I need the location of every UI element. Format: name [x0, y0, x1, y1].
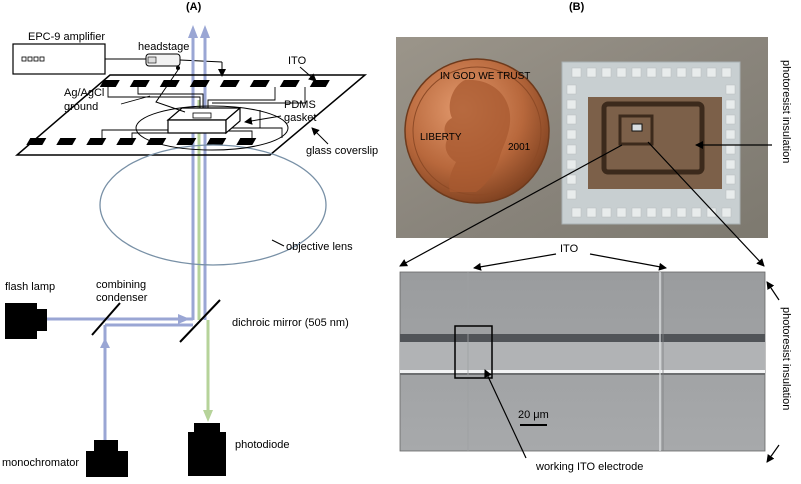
dichroic-label: dichroic mirror (505 nm) [232, 317, 349, 329]
ito-photo-label: ITO [560, 243, 579, 255]
lens-top-ellipse [135, 105, 289, 151]
headstage-label: headstage [138, 41, 189, 53]
coin-liberty: LIBERTY [420, 132, 462, 143]
amplifier-box [12, 43, 106, 75]
scale-bar-label: 20 μm [518, 409, 549, 421]
ito-leads [101, 87, 306, 138]
photodiode-device [188, 423, 226, 476]
pdms-gasket [166, 106, 242, 135]
pdms-label-line1: PDMS [284, 99, 316, 111]
microscope-image [399, 271, 766, 452]
ito-pads-bottom [26, 138, 257, 145]
pdms-label-line2: gasket [284, 112, 316, 124]
amplifier-label: EPC-9 amplifier [28, 31, 105, 43]
coin-motto: IN GOD WE TRUST [440, 71, 530, 82]
objective-lens [99, 144, 327, 266]
ito-label: ITO [288, 55, 307, 67]
ground-label-line2: ground [64, 101, 98, 113]
monochromator-device [86, 440, 128, 477]
monochromator-label: monochromator [2, 457, 79, 469]
flash-lamp-label: flash lamp [5, 281, 55, 293]
coverslip-outline [14, 74, 368, 156]
panel-a-label: (A) [186, 1, 202, 13]
photoresist-top-label: photoresist insulation [780, 60, 792, 163]
condenser-label-line2: condenser [96, 292, 148, 304]
ground-label-line1: Ag/AgCl [64, 87, 104, 99]
photodiode-label: photodiode [235, 439, 289, 451]
dichroic-mirror [179, 299, 221, 343]
panel-b-label: (B) [569, 1, 585, 13]
flash-lamp-device [5, 303, 47, 339]
objective-label: objective lens [286, 241, 353, 253]
ito-pads-top [99, 80, 330, 87]
coin-year: 2001 [508, 142, 531, 153]
coverslip-label: glass coverslip [306, 145, 378, 157]
headstage-device [145, 53, 181, 67]
photoresist-bottom-label: photoresist insulation [780, 307, 792, 410]
combining-condenser-mirror [91, 302, 121, 336]
condenser-label-line1: combining [96, 279, 146, 291]
working-electrode-label: working ITO electrode [535, 461, 643, 473]
device-photograph: IN GOD WE TRUST LIBERTY 2001 [396, 37, 768, 238]
